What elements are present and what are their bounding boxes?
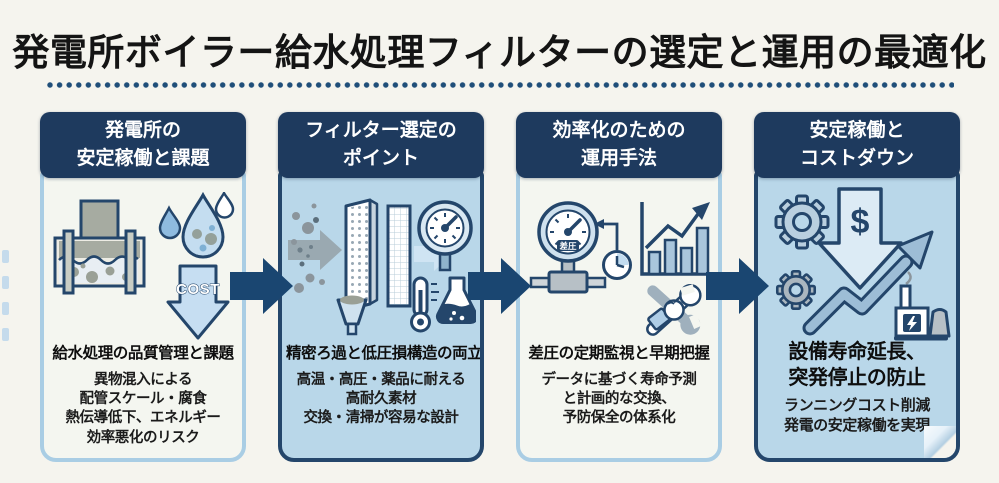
contaminated-water-drops-icon	[158, 192, 235, 259]
clock-icon	[594, 219, 632, 280]
panel-2-icons	[286, 190, 476, 340]
panel-1-heading: 給水処理の品質管理と課題	[52, 345, 234, 362]
panel-4-header-text: 安定稼働とコストダウン	[799, 120, 914, 169]
panel-2-body-text: 高温・高圧・薬品に耐える高耐久素材交換・清掃が容易な設計	[296, 372, 466, 427]
flask-icon	[435, 276, 476, 325]
flow-arrow-3	[706, 258, 769, 314]
trend-bar-chart-icon	[640, 202, 710, 276]
panel-2-header: フィルター選定のポイント	[278, 112, 484, 178]
panel-row: 発電所の安定稼働と課題	[40, 112, 960, 462]
pressure-gauge-icon	[417, 200, 473, 272]
filter-panel-icon	[344, 198, 379, 312]
page-curl	[924, 426, 956, 458]
fouled-pipe-icon	[53, 199, 146, 295]
panel-1-body: COST 給水処理の品質管理と課題 異物混入による配管スケール・腐食熱伝導低下、…	[40, 170, 246, 462]
filtration-scene-icon	[288, 198, 476, 336]
panel-2-body: 精密ろ過と低圧損構造の両立 高温・高圧・薬品に耐える高耐久素材交換・清掃が容易な…	[278, 170, 484, 462]
panel-3-icons: 差圧	[524, 190, 714, 340]
panel-2-heading: 精密ろ過と低圧損構造の両立	[286, 345, 483, 362]
panel-3-body-text: データに基づく寿命予測と計画的な交換、予防保全の体系化	[541, 372, 697, 427]
panel-operation-methods: 効率化のための運用手法	[516, 112, 722, 462]
differential-pressure-gauge-icon: 差圧	[529, 201, 607, 294]
gears-icon	[774, 194, 830, 311]
clean-filter-icon	[386, 204, 412, 308]
panel-1-header-text: 発電所の安定稼働と課題	[76, 120, 210, 169]
crossed-wrenches-icon	[646, 284, 702, 336]
page-title: 発電所ボイラー給水処理フィルターの選定と運用の最適化	[12, 32, 987, 73]
panel-4-heading: 設備寿命延長、突発停止の防止	[788, 341, 926, 389]
particles-icon	[291, 203, 325, 293]
cost-label: COST	[176, 281, 220, 298]
panel-2-header-text: フィルター選定のポイント	[305, 120, 457, 169]
panel-1-body-text: 異物混入による配管スケール・腐食熱伝導低下、エネルギー効率悪化のリスク	[65, 372, 221, 446]
dirty-flow-arrow-icon	[288, 230, 342, 270]
panel-1-icons: COST	[48, 190, 238, 340]
hand-icon	[647, 299, 685, 331]
panel-3-header-text: 効率化のための運用手法	[552, 120, 686, 169]
cost-dollar-down-arrow-icon: $	[817, 187, 903, 290]
panel-3-header: 効率化のための運用手法	[516, 112, 722, 178]
growth-arrow-icon	[802, 230, 934, 336]
panel-4-body-text: ランニングコスト削減発電の安定稼働を実現	[783, 397, 930, 434]
thermometer-icon	[410, 276, 439, 333]
panel-1-header: 発電所の安定稼働と課題	[40, 112, 246, 178]
dollar-label: $	[851, 203, 870, 241]
cost-down-arrow-icon: COST	[166, 264, 230, 340]
benefits-scene-icon: $	[774, 187, 951, 341]
funnel-icon	[336, 295, 368, 336]
panel-plant-challenges: 発電所の安定稼働と課題	[40, 112, 246, 462]
gauge-label: 差圧	[558, 241, 577, 251]
flow-arrow-1	[230, 258, 293, 314]
panel-4-body: $	[754, 170, 960, 462]
panel-3-body: 差圧	[516, 170, 722, 462]
flow-arrow-2	[468, 258, 531, 314]
panel-filter-selection: フィルター選定のポイント	[278, 112, 484, 462]
panel-4-header: 安定稼働とコストダウン	[754, 112, 960, 178]
power-plant-icon	[894, 271, 951, 341]
panel-4-icons: $	[762, 187, 952, 341]
panel-stable-operation-cost-down: 安定稼働とコストダウン	[754, 112, 960, 462]
title-underline-dots	[46, 81, 954, 89]
monitoring-scene-icon: 差圧	[529, 201, 710, 336]
panel-3-heading: 差圧の定期監視と早期把握	[528, 345, 710, 362]
